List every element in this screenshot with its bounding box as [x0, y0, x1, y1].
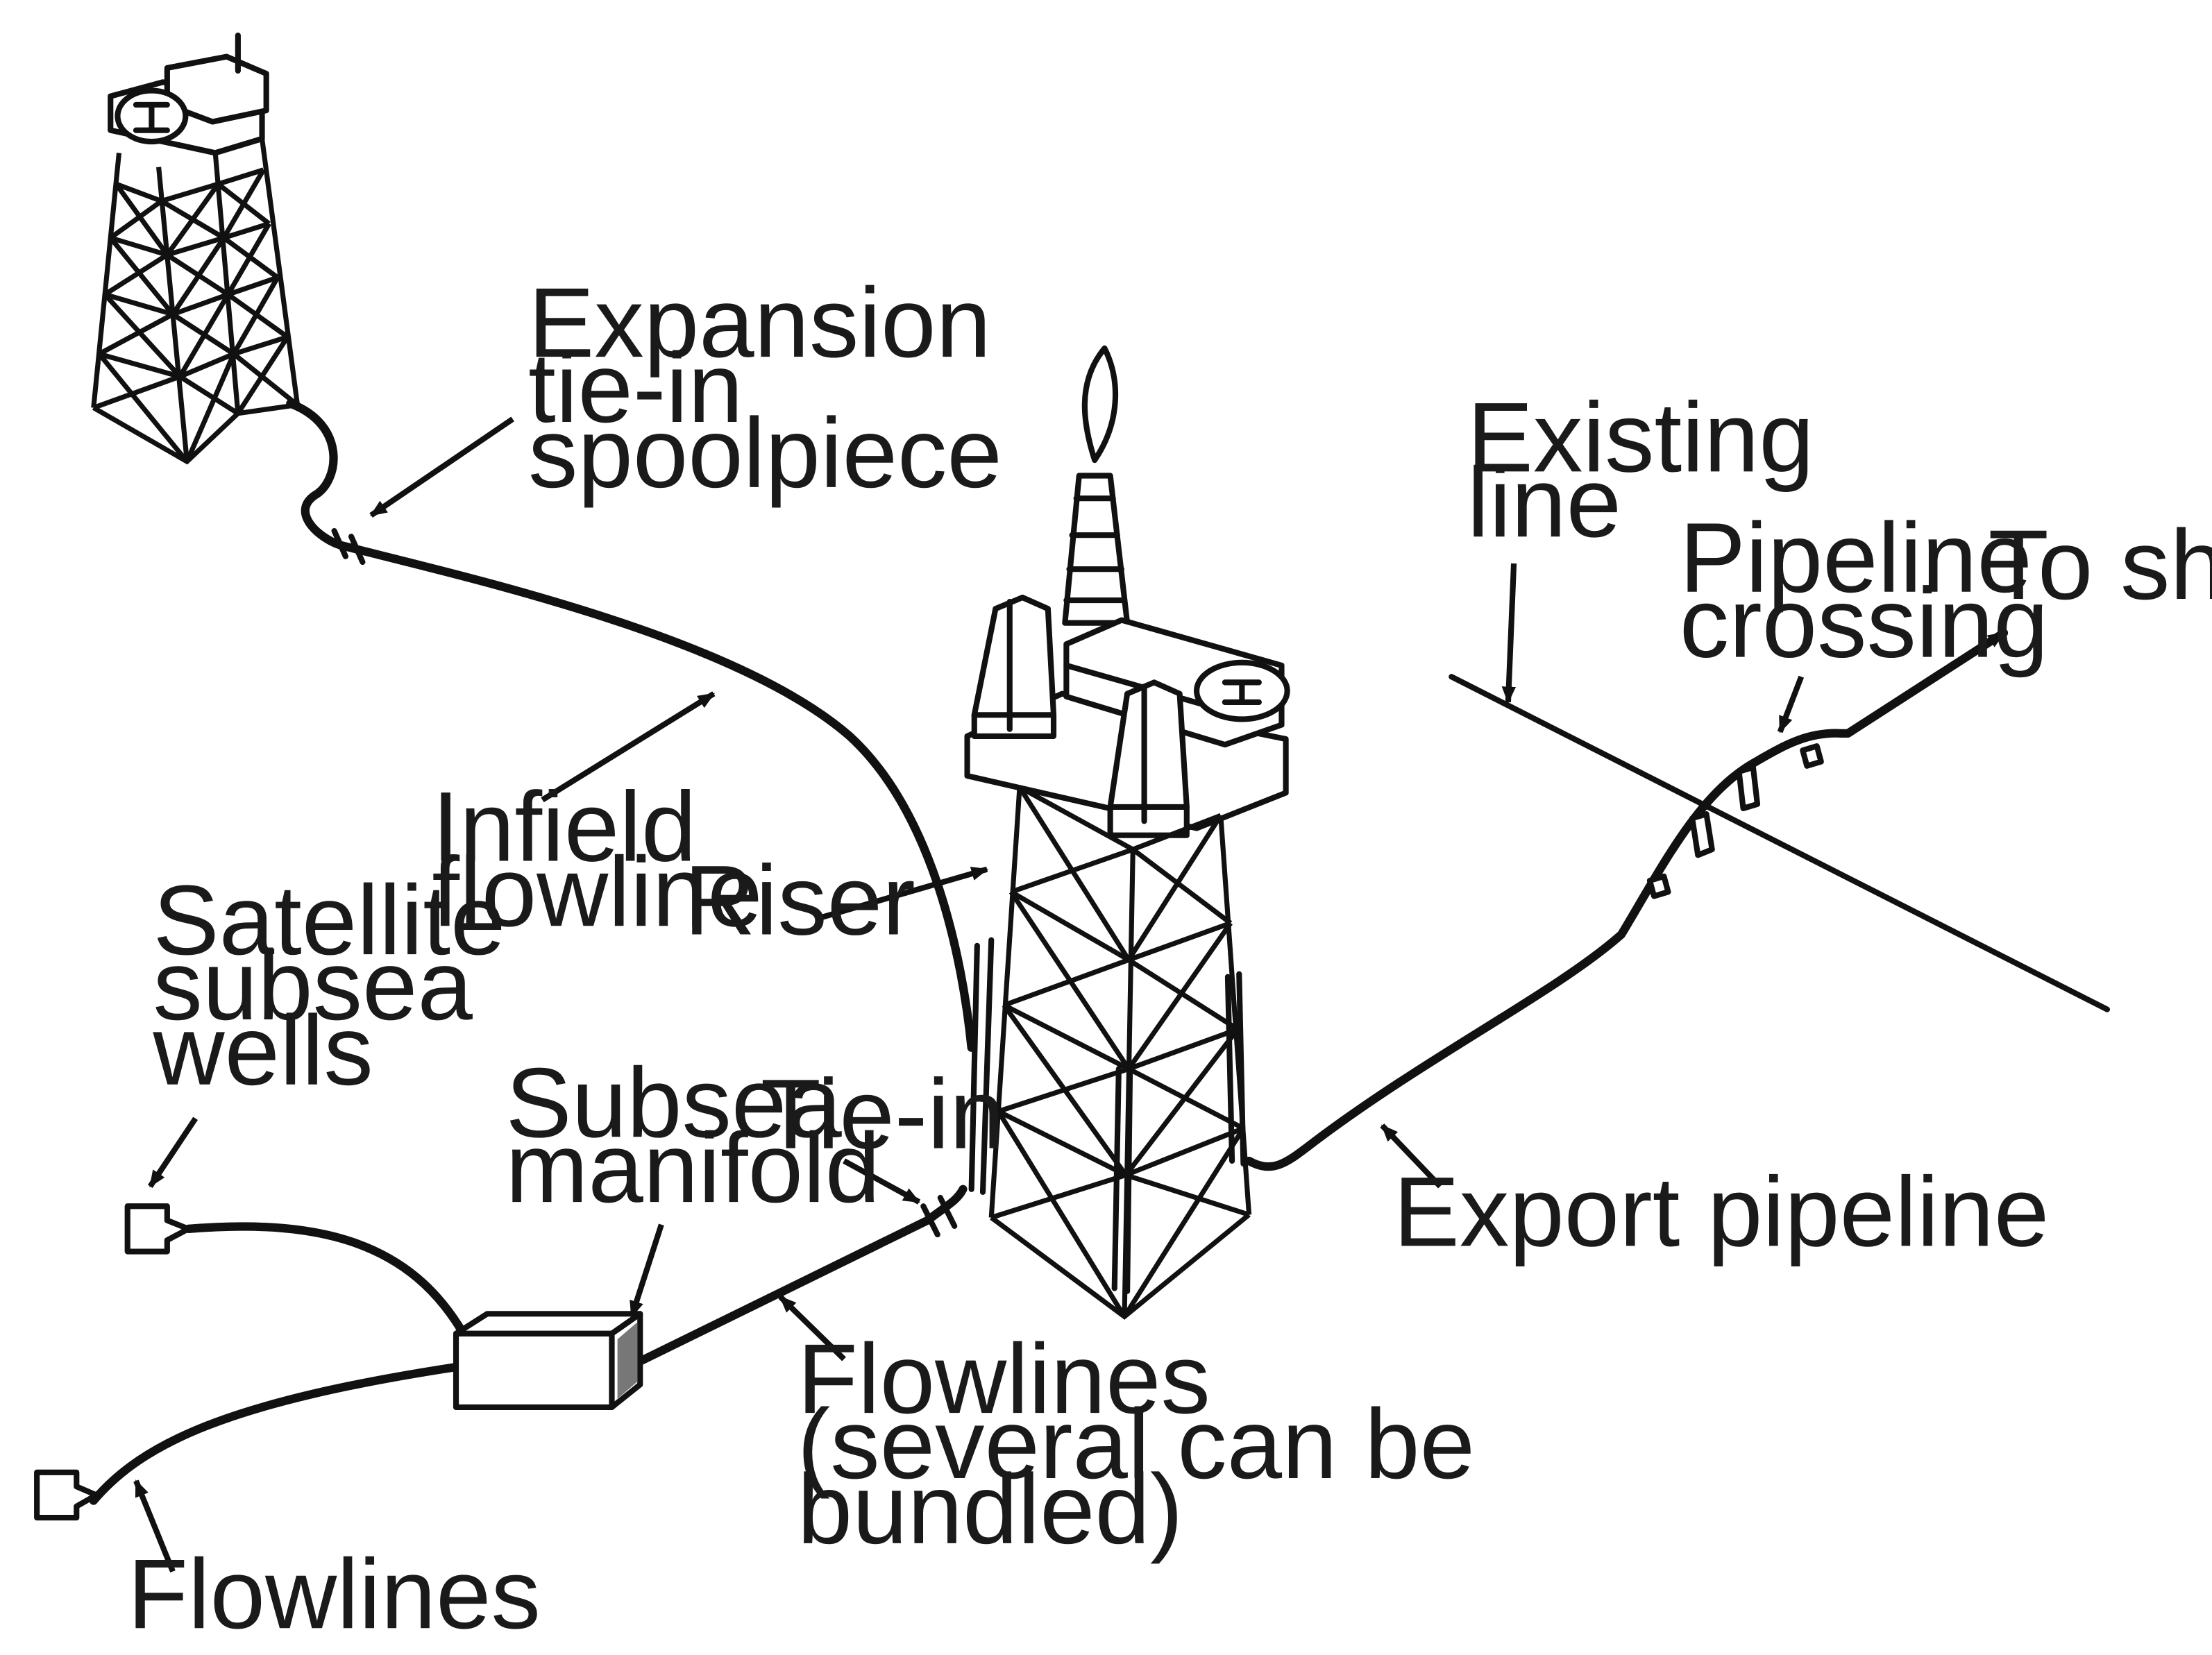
arrow-flowlines: [133, 1479, 176, 1573]
label-flowlines-bundled: Flowlines (several can be bundled): [797, 1324, 1503, 1565]
arrow-manifold: [629, 1223, 664, 1318]
crossing-supports: [1646, 743, 1824, 899]
arrow-spoolpiece: [369, 416, 514, 518]
label-tie-in: Tie-in: [761, 1060, 1005, 1170]
arrow-export: [1380, 1123, 1442, 1189]
label-to-shore: To shore: [1989, 510, 2212, 620]
tie-in-mark: [920, 1194, 958, 1238]
well-flowline-1: [184, 1222, 466, 1335]
main-platform: [964, 345, 1290, 1320]
subsea-manifold: [453, 1311, 643, 1411]
label-expansion-spoolpiece: Expansion tie-in spoolpiece: [528, 268, 1019, 509]
arrow-tie-in: [843, 1158, 921, 1205]
arrow-existing-line: [1501, 563, 1517, 704]
export-pipeline: [1244, 628, 2009, 1171]
satellite-well-1: [124, 1203, 192, 1255]
spoolpiece-mark: [331, 527, 366, 566]
label-satellite-wells: Satellite subsea wells: [152, 865, 533, 1106]
satellite-well-2: [34, 1469, 99, 1521]
label-export-pipeline: Export pipeline: [1394, 1157, 2050, 1267]
label-pipeline-crossing: Pipeline crossing: [1680, 503, 2060, 679]
arrow-infield: [541, 691, 716, 803]
arrow-riser: [820, 866, 989, 920]
arrow-flowlines-bundled: [778, 1294, 846, 1361]
label-existing-line: Existing line: [1467, 382, 1842, 558]
label-infield-flowline: Infield flowline: [432, 772, 762, 947]
arrow-crossing: [1777, 675, 1805, 733]
satellite-platform: [91, 32, 301, 465]
existing-line: [1449, 674, 2111, 1012]
label-subsea-manifold: Subsea manifold: [505, 1048, 880, 1223]
infield-flowline: [286, 399, 976, 1052]
well-flowline-2: [89, 1361, 466, 1505]
label-flowlines: Flowlines: [128, 1539, 541, 1649]
arrow-wells: [147, 1117, 199, 1188]
label-riser: Riser: [684, 846, 915, 956]
flare-flame: [1081, 345, 1119, 464]
